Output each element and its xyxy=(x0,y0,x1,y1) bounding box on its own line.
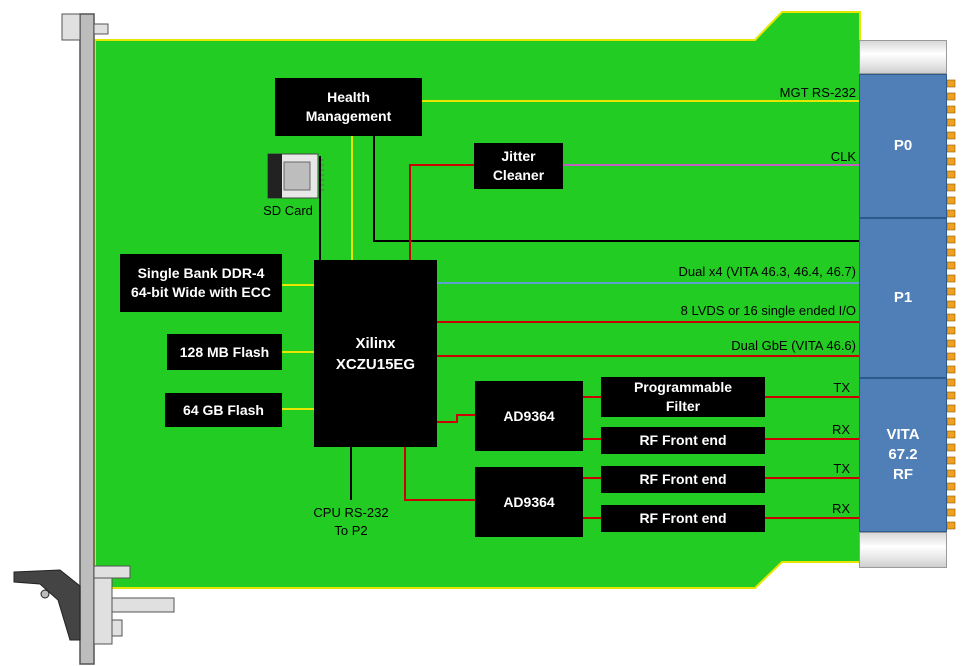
connector-grip-top xyxy=(859,40,947,74)
health-management-block: Health Management xyxy=(275,78,422,136)
lower-pin-2 xyxy=(111,619,123,637)
connector-pin xyxy=(946,235,956,244)
connector-pin xyxy=(946,495,956,504)
connector-pin xyxy=(946,118,956,127)
programmable-filter-block: Programmable Filter xyxy=(601,377,765,417)
connector-pin xyxy=(946,456,956,465)
traces xyxy=(282,100,860,519)
signal-lvds: 8 LVDS or 16 single ended I/O xyxy=(680,303,856,318)
rf-front-end-block-2: RF Front end xyxy=(601,466,765,493)
jitter-cleaner-block: Jitter Cleaner xyxy=(474,143,563,189)
connector-grip-bottom xyxy=(859,532,947,568)
connector-pin xyxy=(946,105,956,114)
connector-pin xyxy=(946,417,956,426)
connector-pin xyxy=(946,248,956,257)
ejector-screw xyxy=(40,589,50,599)
connector-pin xyxy=(946,391,956,400)
connector-pin xyxy=(946,404,956,413)
lower-pin xyxy=(111,597,175,613)
signal-dual-x4: Dual x4 (VITA 46.3, 46.4, 46.7) xyxy=(678,264,856,279)
ejector-handle xyxy=(13,569,81,641)
connector-pin xyxy=(946,144,956,153)
lower-bracket-2 xyxy=(93,577,113,645)
connector-pin xyxy=(946,157,956,166)
signal-rx-2: RX xyxy=(831,501,850,516)
connector-p1: P1 xyxy=(859,218,947,378)
ad9364-block-1: AD9364 xyxy=(475,381,583,451)
connector-pin xyxy=(946,209,956,218)
flash-64gb-block: 64 GB Flash xyxy=(165,393,282,427)
cpu-rs232-label: CPU RS-232 To P2 xyxy=(313,505,389,538)
rf-front-end-block-1: RF Front end xyxy=(601,427,765,454)
ad9364-block-2: AD9364 xyxy=(475,467,583,537)
signal-mgt-rs232: MGT RS-232 xyxy=(779,85,856,100)
connector-pin xyxy=(946,300,956,309)
connector-pin xyxy=(946,521,956,530)
connector-pin xyxy=(946,222,956,231)
connector-p0: P0 xyxy=(859,74,947,218)
panel-tab-top xyxy=(61,13,81,41)
ddr4-block: Single Bank DDR-4 64-bit Wide with ECC xyxy=(120,254,282,312)
connector-pin xyxy=(946,326,956,335)
signal-clk: CLK xyxy=(830,149,856,164)
rf-front-end-block-3: RF Front end xyxy=(601,505,765,532)
sd-card-icon xyxy=(267,153,324,199)
lower-bracket xyxy=(93,565,131,579)
connector-pin xyxy=(946,183,956,192)
fpga-xczu15eg-block: Xilinx XCZU15EG xyxy=(314,260,437,447)
connector-pin xyxy=(946,287,956,296)
connector-pin xyxy=(946,378,956,387)
connector-pin xyxy=(946,508,956,517)
signal-tx-2: TX xyxy=(833,461,850,476)
connector-pin xyxy=(946,352,956,361)
front-panel xyxy=(79,13,95,665)
connector-pin xyxy=(946,261,956,270)
connector-pin xyxy=(946,79,956,88)
connector-pin xyxy=(946,443,956,452)
connector-pin xyxy=(946,430,956,439)
connector-pin xyxy=(946,131,956,140)
connector-pin xyxy=(946,170,956,179)
connector-vita-rf: VITA 67.2 RF xyxy=(859,378,947,532)
signal-gbe: Dual GbE (VITA 46.6) xyxy=(731,338,856,353)
signal-tx-1: TX xyxy=(833,380,850,395)
sd-card-label: SD Card xyxy=(263,203,313,218)
flash-128mb-block: 128 MB Flash xyxy=(167,334,282,370)
connector-pin xyxy=(946,196,956,205)
connector-pin xyxy=(946,365,956,374)
panel-tab-top-small xyxy=(93,23,109,35)
connector-pin xyxy=(946,313,956,322)
connector-pin xyxy=(946,339,956,348)
connector-pin xyxy=(946,274,956,283)
connector-pin xyxy=(946,92,956,101)
connector-pin xyxy=(946,469,956,478)
connector-pin xyxy=(946,482,956,491)
signal-rx-1: RX xyxy=(831,422,850,437)
connector-pins xyxy=(946,79,956,530)
